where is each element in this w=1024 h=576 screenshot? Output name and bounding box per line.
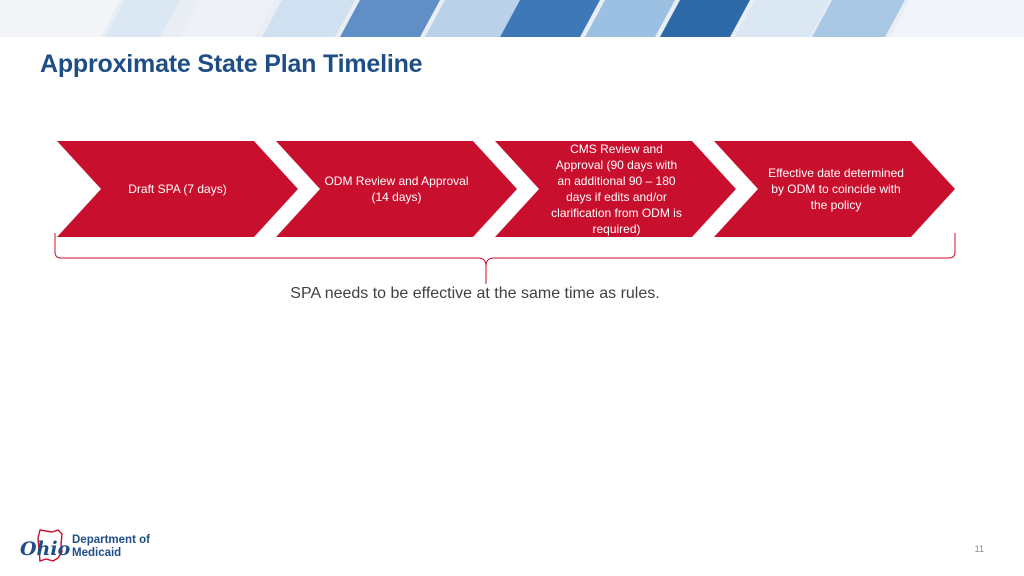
logo-wordmark: Department of Medicaid xyxy=(72,534,150,560)
page-title: Approximate State Plan Timeline xyxy=(40,50,423,78)
step-4-label: Effective date determined by ODM to coin… xyxy=(768,166,904,212)
bracket xyxy=(54,233,956,284)
step-2-label: ODM Review and Approval (14 days) xyxy=(324,174,469,204)
ohio-logo: Ohio xyxy=(20,529,71,562)
step-1: Draft SPA (7 days) xyxy=(101,141,254,237)
step-1-label: Draft SPA (7 days) xyxy=(128,182,227,196)
step-2: ODM Review and Approval (14 days) xyxy=(320,141,473,237)
page-number: 11 xyxy=(974,544,984,554)
timeline-caption: SPA needs to be effective at the same ti… xyxy=(290,285,660,302)
logo-line-1: Department of xyxy=(72,534,150,546)
ohio-script-word: Ohio xyxy=(20,538,71,560)
ohio-state-outline-icon xyxy=(37,529,63,562)
step-3-label: CMS Review and Approval (90 days with an… xyxy=(551,142,682,236)
header-banner xyxy=(0,0,1024,37)
logo-line-2: Medicaid xyxy=(72,547,122,559)
step-3: CMS Review and Approval (90 days with an… xyxy=(549,141,684,237)
step-4: Effective date determined by ODM to coin… xyxy=(762,141,910,237)
